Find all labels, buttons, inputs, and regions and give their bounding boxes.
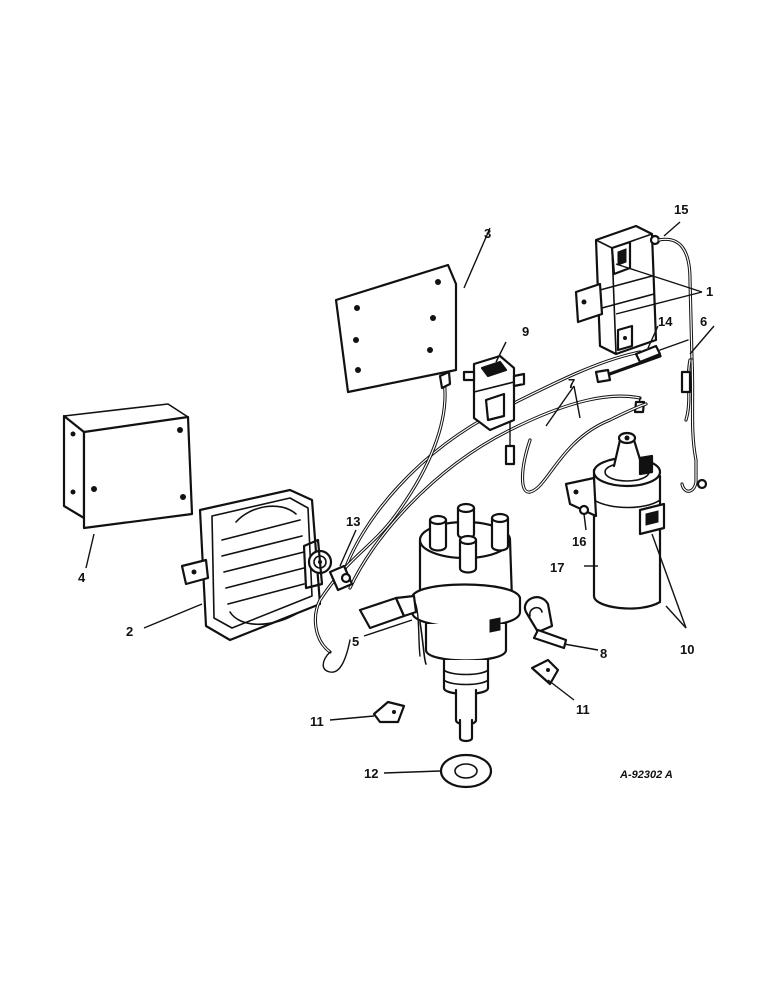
callout-11-left: 11 [310,714,324,729]
callout-5: 5 [352,634,359,649]
callout-8: 8 [600,646,607,661]
lead-part-14 [634,339,689,364]
washer-part-12 [439,753,493,789]
callout-7: 7 [568,376,575,391]
screw-part-16 [578,504,590,516]
lead-wire-part-6-15 [649,234,708,493]
callout-11-right: 11 [576,702,590,717]
leader-lines [85,221,715,774]
callout-1: 1 [706,284,713,299]
callout-4: 4 [78,570,86,585]
clip-part-8 [523,596,568,650]
distributor [410,502,522,743]
callouts: 3 15 1 14 6 9 7 4 2 13 5 16 17 10 8 11 1… [78,202,713,781]
callout-15: 15 [674,202,688,217]
ignition-coil-part-17 [592,431,662,610]
callout-10: 10 [680,642,694,657]
bracket-plate-part-4 [62,403,194,530]
cam-part-11-right [530,658,560,686]
callout-12: 12 [364,766,378,781]
mounting-plate-part-3 [334,263,458,394]
regulator-part-1 [574,224,658,356]
callout-3: 3 [484,226,491,241]
callout-9: 9 [522,324,529,339]
callout-14: 14 [658,314,673,329]
cam-part-11-left [372,700,406,724]
callout-16: 16 [572,534,586,549]
distributor-lead-part-5 [358,594,421,657]
reference-number: A-92302 A [619,769,673,781]
callout-6: 6 [700,314,707,329]
callout-13: 13 [346,514,360,529]
coil-bracket-part-10 [564,476,666,536]
callout-17: 17 [550,560,564,575]
callout-2: 2 [126,624,133,639]
connector-part-9 [462,354,526,432]
boot-part-13 [328,564,354,592]
ignition-module-part-2 [180,488,333,642]
